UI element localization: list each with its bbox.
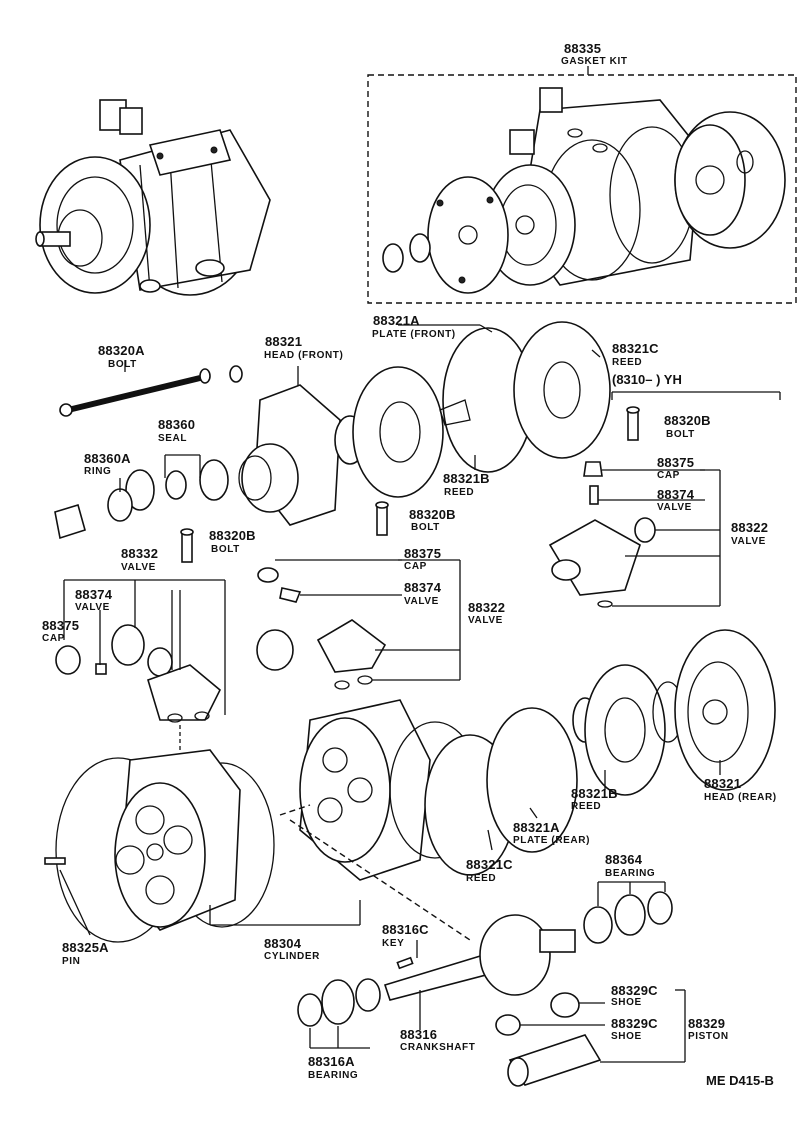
label-valve-22-right-name: VALVE [731,536,766,547]
label-cap-right-name: CAP [657,470,680,481]
label-bolt-b-mid-name: BOLT [411,522,440,533]
label-head-front-name: HEAD (FRONT) [264,350,344,361]
label-bearing-64-number: 88364 [605,852,643,867]
label-shoe-1-number: 88329C [611,983,658,998]
label-reed-c-top-name: REED [612,357,643,368]
label-valve-22-right-number: 88322 [731,520,769,535]
label-cylinder-number: 88304 [264,936,302,951]
label-reed-b-top-name: REED [444,487,475,498]
label-yh-note: (8310– ) YH [612,372,682,387]
label-valve-32-name: VALVE [121,562,156,573]
label-bolt-a-number: 88320A [98,343,145,358]
label-bolt-a-name: BOLT [108,359,137,370]
right-valve-parts [548,406,721,608]
label-valve-74-right-name: VALVE [657,502,692,513]
label-cap-left-number: 88375 [42,618,80,633]
label-piston-name: PISTON [688,1031,729,1042]
label-bolt-b-left-number: 88320B [209,528,256,543]
label-cap-left-name: CAP [42,633,65,644]
label-crankshaft-name: CRANKSHAFT [400,1042,476,1053]
label-shoe-2-name: SHOE [611,1031,642,1042]
label-bolt-b-mid-number: 88320B [409,507,456,522]
label-plate-front-name: PLATE (FRONT) [372,329,456,340]
label-ring-number: 88360A [84,451,131,466]
label-valve-74-right-number: 88374 [657,487,695,502]
middle-valve-parts [256,501,461,690]
label-valve-22-mid-name: VALVE [468,615,503,626]
label-gasket-kit-number: 88335 [564,41,602,56]
label-plate-rear-number: 88321A [513,820,560,835]
label-shoe-1-name: SHOE [611,997,642,1008]
label-reed-b-bottom-number: 88321B [571,786,618,801]
diagram-code: ME D415-B [706,1073,774,1088]
gasket-kit-parts [382,87,786,294]
label-cap-mid-number: 88375 [404,546,442,561]
label-crankshaft-number: 88316 [400,1027,438,1042]
label-valve-74-left-number: 88374 [75,587,113,602]
label-valve-74-mid-name: VALVE [404,596,439,607]
label-bearing-64-name: BEARING [605,868,656,879]
label-key-number: 88316C [382,922,429,937]
label-cap-mid-name: CAP [404,561,427,572]
label-bolt-b-left-name: BOLT [211,544,240,555]
label-head-rear-number: 88321 [704,776,742,791]
label-cap-right-number: 88375 [657,455,695,470]
label-bolt-b-right-number: 88320B [664,413,711,428]
label-pin-number: 88325A [62,940,109,955]
assembled-compressor-illustration [35,99,271,296]
left-valve-parts [55,528,226,760]
label-valve-74-left-name: VALVE [75,602,110,613]
label-shoe-2-number: 88329C [611,1016,658,1031]
label-valve-74-mid-number: 88374 [404,580,442,595]
label-reed-b-top-number: 88321B [443,471,490,486]
label-valve-32-number: 88332 [121,546,159,561]
label-key-name: KEY [382,938,405,949]
gasket-kit-boundary [367,74,797,304]
front-head-parts [54,321,611,540]
label-seal-name: SEAL [158,433,188,444]
label-bearing-16a-name: BEARING [308,1070,359,1081]
crankshaft-parts [297,881,686,1087]
label-valve-22-mid-number: 88322 [468,600,506,615]
label-reed-c-bottom-name: REED [466,873,497,884]
label-seal-number: 88360 [158,417,196,432]
label-pin-name: PIN [62,956,81,967]
label-gasket-kit-name: GASKET KIT [561,56,628,67]
label-reed-c-bottom-number: 88321C [466,857,513,872]
label-piston-number: 88329 [688,1016,726,1031]
label-bolt-b-right-name: BOLT [666,429,695,440]
label-plate-rear-name: PLATE (REAR) [513,835,591,846]
label-bearing-16a-number: 88316A [308,1054,355,1069]
label-reed-c-top-number: 88321C [612,341,659,356]
label-head-front-number: 88321 [265,334,303,349]
label-head-rear-name: HEAD (REAR) [704,792,777,803]
label-reed-b-bottom-name: REED [571,801,602,812]
cylinder-parts [44,629,776,943]
label-plate-front-number: 88321A [373,313,420,328]
label-cylinder-name: CYLINDER [264,951,320,962]
label-ring-name: RING [84,466,112,477]
